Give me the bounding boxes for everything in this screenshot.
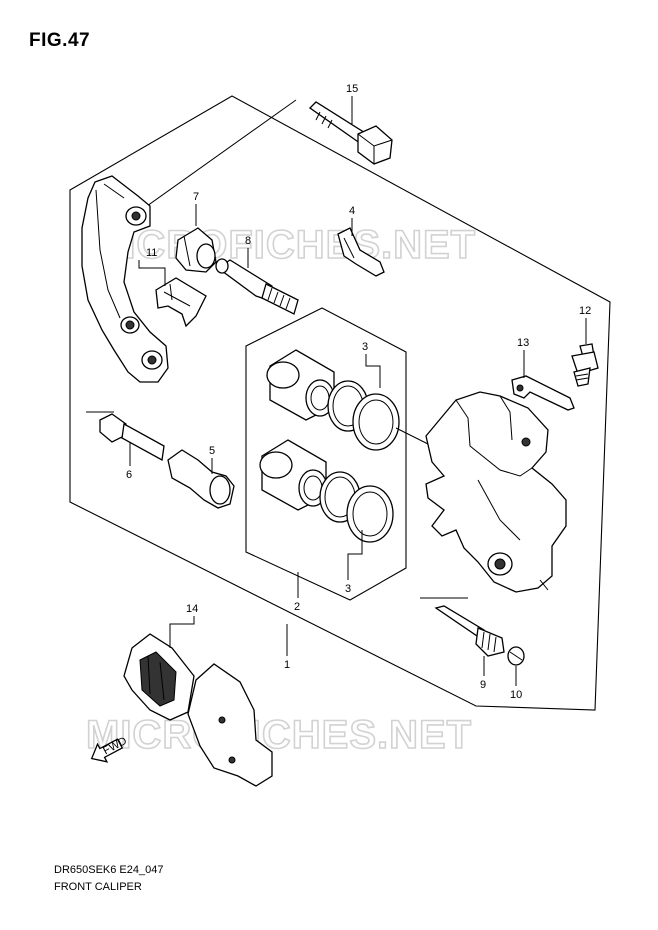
bleeder-part-12 xyxy=(571,343,599,387)
callout-9: 9 xyxy=(480,679,486,691)
callout-13: 13 xyxy=(517,337,529,349)
callout-8: 8 xyxy=(245,235,251,247)
pin-part-6 xyxy=(99,413,165,462)
diagram-name: FRONT CALIPER xyxy=(54,881,142,893)
watermark-bottom: MICROFICHES.NET xyxy=(86,713,472,757)
callout-7: 7 xyxy=(193,191,199,203)
callout-labels: 15 4 7 8 11 12 13 3 3 6 5 2 14 1 9 10 xyxy=(126,83,591,701)
clip-part-4 xyxy=(337,227,385,277)
callout-1: 1 xyxy=(284,659,290,671)
bolt-part-15 xyxy=(308,101,393,165)
piston-kit-frame xyxy=(245,307,407,601)
callout-12: 12 xyxy=(579,305,591,317)
leader-lines xyxy=(86,96,587,686)
callout-3-upper: 3 xyxy=(362,341,368,353)
figure-title: FIG.47 xyxy=(29,30,91,51)
caliper-body xyxy=(425,391,567,593)
pad-spring-part-11 xyxy=(155,277,207,328)
callout-2: 2 xyxy=(294,601,300,613)
slide-pin-part-8 xyxy=(215,258,299,315)
callout-14: 14 xyxy=(186,603,198,615)
pin-part-9 xyxy=(434,605,505,657)
callout-15: 15 xyxy=(346,83,358,95)
caliper-bracket xyxy=(81,175,169,383)
callout-6: 6 xyxy=(126,469,132,481)
boot-part-7 xyxy=(175,227,217,273)
callout-5: 5 xyxy=(209,445,215,457)
watermark-top: MICROFICHES.NET xyxy=(90,223,476,267)
callout-3-lower: 3 xyxy=(345,583,351,595)
hose-guide-part-13 xyxy=(511,375,575,411)
callout-11: 11 xyxy=(146,247,157,259)
boot-part-5 xyxy=(167,449,235,509)
plug-part-10 xyxy=(507,646,525,666)
assembly-frame xyxy=(69,95,611,711)
callout-10: 10 xyxy=(510,689,522,701)
diagram-code: DR650SEK6 E24_047 xyxy=(54,864,164,876)
callout-4: 4 xyxy=(349,205,355,217)
piston-set xyxy=(259,349,433,543)
brake-pad-set-part-14 xyxy=(123,633,273,787)
